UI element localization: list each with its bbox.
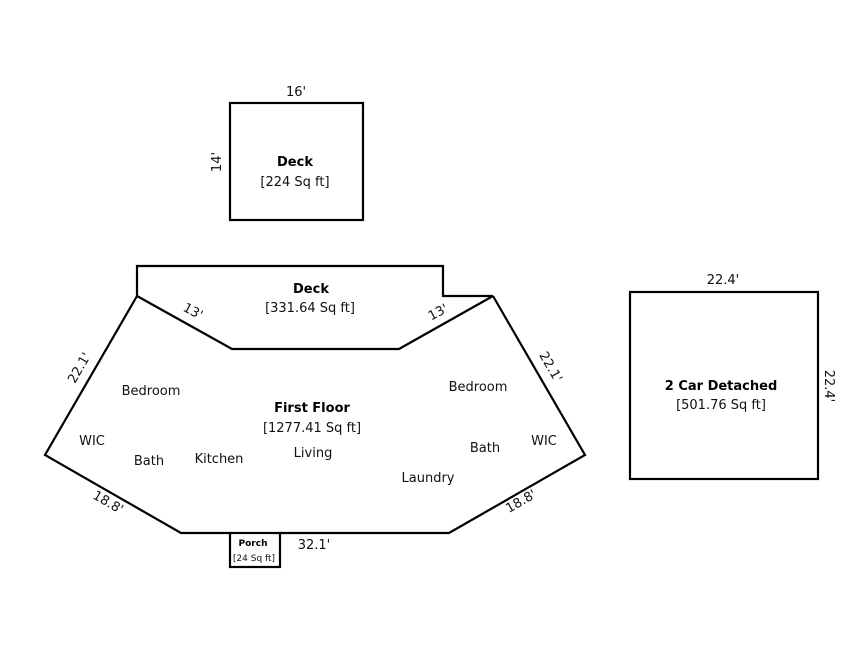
first-floor-outline-left (43, 295, 230, 535)
deck-top-height-dim: 14' (210, 152, 225, 172)
deck-top-width-dim: 16' (286, 85, 306, 100)
deck-top-outline (228, 101, 365, 222)
garage-width-dim: 22.4' (707, 273, 740, 288)
room-wic-right: WIC (531, 434, 557, 449)
garage-area: [501.76 Sq ft] (676, 398, 766, 413)
room-bedroom-left: Bedroom (122, 384, 181, 399)
deck-main-area: [331.64 Sq ft] (265, 301, 355, 316)
room-bath-right: Bath (470, 441, 500, 456)
first-floor-right-upper-dim: 22.1' (535, 349, 564, 385)
deck-main-floor-edge (136, 295, 494, 351)
deck-top-title: Deck (277, 155, 313, 170)
garage-outline (628, 290, 820, 481)
first-floor-bottom-dim: 32.1' (298, 538, 331, 553)
room-kitchen: Kitchen (195, 452, 244, 467)
porch-outline (228, 531, 282, 569)
porch-title: Porch (239, 539, 268, 549)
room-living: Living (294, 446, 333, 461)
porch: Porch [24 Sq ft] (228, 531, 282, 569)
first-floor-outline-right (280, 295, 587, 535)
deck-top: 16' 14' Deck [224 Sq ft] (210, 85, 365, 222)
room-laundry: Laundry (402, 471, 455, 486)
first-floor-left-lower-dim: 18.8' (90, 488, 126, 517)
room-wic-left: WIC (79, 434, 105, 449)
deck-top-area: [224 Sq ft] (260, 175, 329, 190)
garage-title: 2 Car Detached (665, 379, 778, 394)
porch-area: [24 Sq ft] (233, 554, 275, 564)
garage-height-dim: 22.4' (821, 370, 836, 403)
first-floor-left-upper-dim: 22.1' (65, 350, 94, 386)
garage: 22.4' 22.4' 2 Car Detached [501.76 Sq ft… (628, 273, 836, 481)
first-floor-title: First Floor (274, 401, 350, 416)
room-bedroom-right: Bedroom (449, 380, 508, 395)
room-bath-left: Bath (134, 454, 164, 469)
deck-main-title: Deck (293, 282, 329, 297)
first-floor: First Floor [1277.41 Sq ft] 22.1' 22.1' … (43, 295, 587, 553)
deck-main-left-dim: 13' (180, 301, 205, 324)
deck-main: Deck [331.64 Sq ft] 13' 13' (135, 264, 494, 351)
deck-main-outline (135, 264, 493, 298)
first-floor-area: [1277.41 Sq ft] (263, 421, 361, 436)
